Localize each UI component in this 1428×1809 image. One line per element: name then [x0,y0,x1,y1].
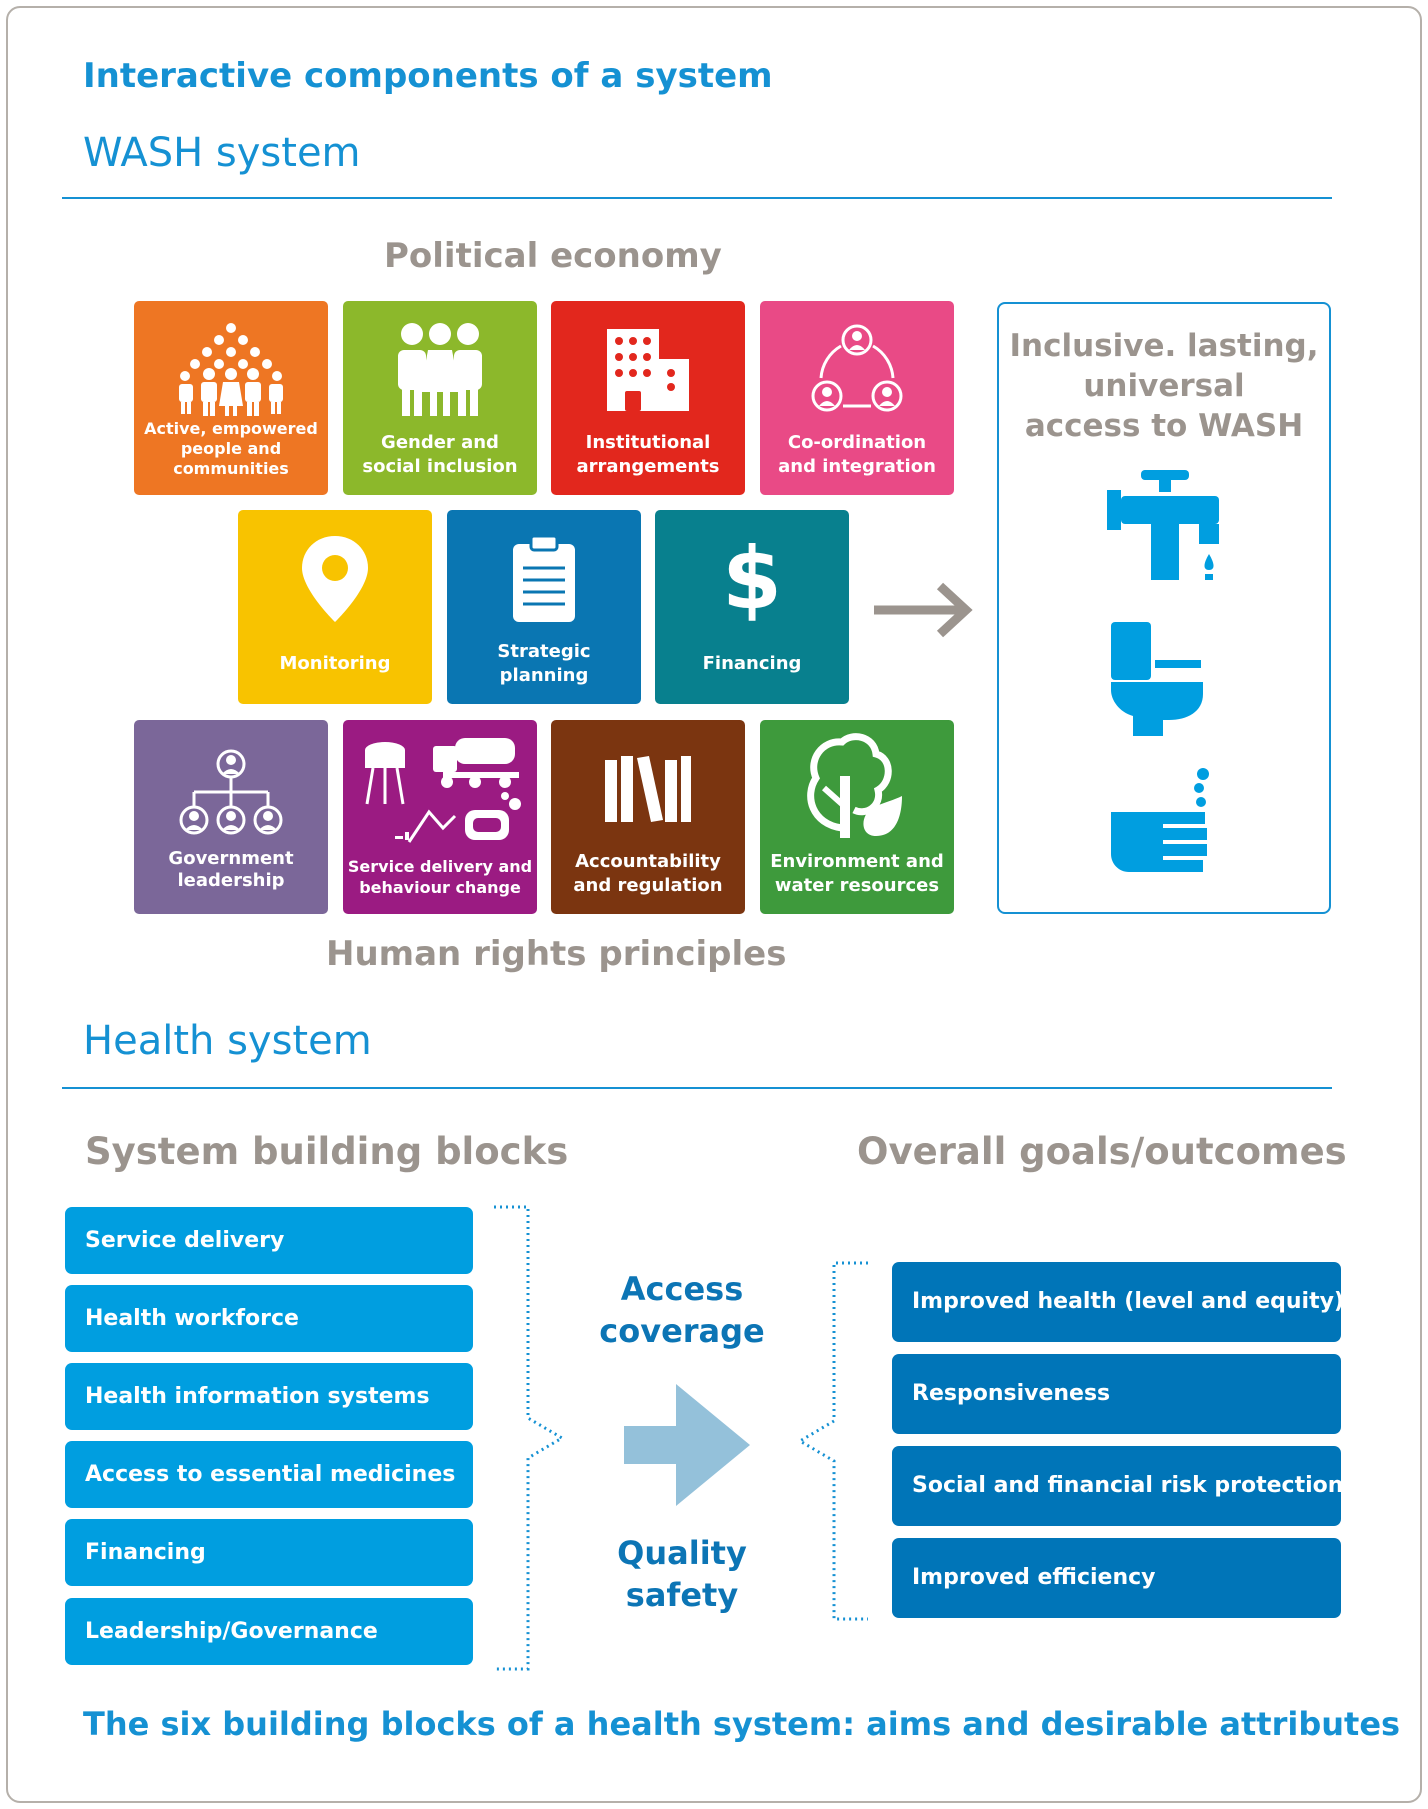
tile-service-delivery-behaviour: Service delivery and behaviour change [343,720,537,914]
org-chart-icon [134,738,328,848]
tile-government-leadership: Government leadership [134,720,328,914]
goal-improved-health: Improved health (level and equity) [892,1262,1344,1342]
health-section-heading: Health system [83,1018,372,1064]
tile-coordination-integration: Co-ordination and integration [760,301,954,495]
tile-label: Service delivery and behaviour change [347,857,533,897]
tile-label: Institutional arrangements [576,432,720,477]
books-icon [551,734,745,844]
building-block-service-delivery: Service delivery [65,1207,473,1274]
wash-section-rule [62,197,1332,199]
tile-label: Government leadership [168,848,294,891]
tile-monitoring: Monitoring [238,510,432,704]
tile-gender-social-inclusion: Gender and social inclusion [343,301,537,495]
tile-active-empowered-people: Active, empowered people and communities [134,301,328,495]
figure-caption: The six building blocks of a health syst… [83,1705,1401,1743]
goal-risk-protection: Social and financial risk protection [892,1446,1343,1526]
tree-leaf-icon [760,732,954,842]
health-center-arrow [624,1382,752,1512]
tile-label: Strategic planning [497,641,591,686]
building-block-essential-medicines: Access to essential medicines [65,1441,473,1508]
figure-title: Interactive components of a system [83,56,773,96]
location-pin-icon [238,524,432,634]
coordination-cycle-icon [760,315,954,425]
building-block-financing: Financing [65,1519,473,1586]
wash-access-outcome-box: Inclusive. lasting, universal access to … [997,302,1331,914]
tile-label: Monitoring [279,653,391,674]
tile-label: Co-ordination and integration [778,432,936,477]
left-dotted-brace [490,1204,570,1676]
tile-label: Financing [702,653,802,674]
toilet-icon [1107,620,1207,744]
overall-goals-label: Overall goals/outcomes [857,1130,1347,1173]
system-building-blocks-label: System building blocks [85,1130,569,1173]
gender-group-icon [343,315,537,425]
wash-outcome-arrow [872,580,976,644]
tile-label: Environment and water resources [770,851,944,896]
right-dotted-brace [792,1260,872,1626]
tile-environment-water-resources: Environment and water resources [760,720,954,914]
tile-institutional-arrangements: Institutional arrangements [551,301,745,495]
building-icon [551,315,745,425]
water-tap-icon [1107,470,1223,586]
building-block-health-workforce: Health workforce [65,1285,473,1352]
health-section-rule [62,1087,1332,1089]
handwashing-icon [1107,766,1217,890]
tile-accountability-regulation: Accountability and regulation [551,720,745,914]
people-crowd-icon [134,315,328,425]
tile-label: Active, empowered people and communities [144,419,318,478]
clipboard-icon [447,524,641,634]
building-block-health-information: Health information systems [65,1363,473,1430]
service-delivery-icon [343,732,537,850]
dollar-icon: $ [722,529,782,629]
goal-responsiveness: Responsiveness [892,1354,1341,1434]
political-economy-label: Political economy [384,236,722,276]
quality-safety-text: Quality safety [617,1534,747,1614]
figure-frame [6,6,1422,1803]
tile-strategic-planning: Strategic planning [447,510,641,704]
wash-section-heading: WASH system [83,130,361,176]
building-block-leadership: Leadership/Governance [65,1598,473,1665]
human-rights-label: Human rights principles [326,934,787,974]
tile-financing: $ Financing [655,510,849,704]
wash-outcome-text: Inclusive. lasting, universal access to … [1009,328,1319,444]
tile-label: Gender and social inclusion [362,432,518,477]
goal-improved-efficiency: Improved efficiency [892,1538,1341,1618]
tile-label: Accountability and regulation [573,851,723,896]
access-coverage-text: Access coverage [599,1270,765,1350]
